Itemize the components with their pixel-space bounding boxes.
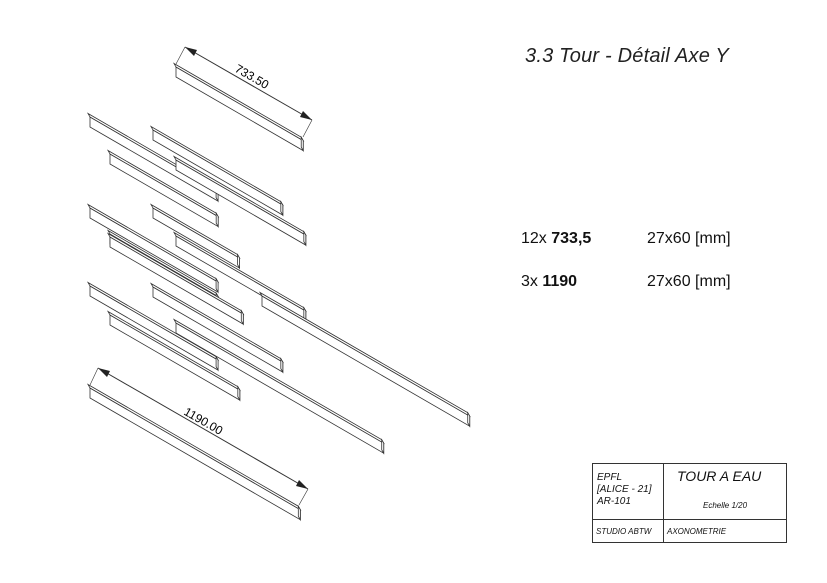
spec-length: 733,5 xyxy=(551,230,592,247)
dimension-short-label: 733.50 xyxy=(233,61,272,92)
beam xyxy=(106,310,241,402)
spec-length: 1190 xyxy=(542,273,578,290)
beam xyxy=(149,125,284,217)
spec-row-long: 3x 1190 27x60 [mm] xyxy=(521,273,731,291)
tb-project: TOUR A EAU xyxy=(677,468,762,484)
beam-end-face xyxy=(280,357,284,374)
tb-school: EPFL xyxy=(597,472,623,483)
beam-side-face xyxy=(175,322,385,454)
title-block-divider xyxy=(593,519,787,520)
beam xyxy=(149,282,284,374)
beam xyxy=(172,62,305,153)
drawing-title: 3.3 Tour - Détail Axe Y xyxy=(525,45,729,67)
title-block-divider xyxy=(663,464,664,543)
beam-end-face xyxy=(303,230,307,247)
spec-count: 12x xyxy=(521,230,552,247)
spec-count: 3x xyxy=(521,273,543,290)
tb-scale: Echelle 1/20 xyxy=(703,501,748,510)
beam-top-face xyxy=(172,155,307,237)
beam-end-face xyxy=(215,211,219,229)
beam-end-face xyxy=(215,277,219,294)
dimension-short: 733.50 xyxy=(175,46,313,138)
beam-end-face xyxy=(215,355,219,372)
beam-end-face xyxy=(280,200,284,217)
beam xyxy=(172,155,307,247)
beam xyxy=(86,383,302,522)
beam-end-face xyxy=(237,385,241,402)
beam xyxy=(172,318,385,455)
beam xyxy=(106,232,245,326)
beam xyxy=(86,281,220,372)
tb-view: AXONOMETRIE xyxy=(667,527,727,536)
tb-code: AR-101 xyxy=(597,496,631,507)
beam-group xyxy=(86,62,471,522)
tb-group: [ALICE - 21] xyxy=(597,484,652,495)
beam xyxy=(258,291,471,428)
beam xyxy=(149,203,241,270)
beam-top-face xyxy=(86,383,302,511)
beam-side-face xyxy=(261,295,471,427)
beam-end-face xyxy=(300,135,304,153)
beam-end-face xyxy=(297,504,301,522)
beam xyxy=(106,149,220,229)
title-block: EPFL [ALICE - 21] AR-101 TOUR A EAU Eche… xyxy=(592,463,787,543)
spec-section: 27x60 [mm] xyxy=(647,230,731,247)
beam-end-face xyxy=(381,438,385,455)
beam-end-face xyxy=(467,411,471,428)
spec-row-short: 12x 733,5 27x60 [mm] xyxy=(521,230,731,248)
beam-side-face xyxy=(175,66,304,152)
dimension-long-label: 1190.00 xyxy=(182,404,226,437)
beam xyxy=(86,203,220,294)
spec-section: 27x60 [mm] xyxy=(647,273,731,290)
tb-studio: STUDIO ABTW xyxy=(596,527,652,536)
beam-end-face xyxy=(240,309,244,326)
beam-end-face xyxy=(237,253,240,270)
